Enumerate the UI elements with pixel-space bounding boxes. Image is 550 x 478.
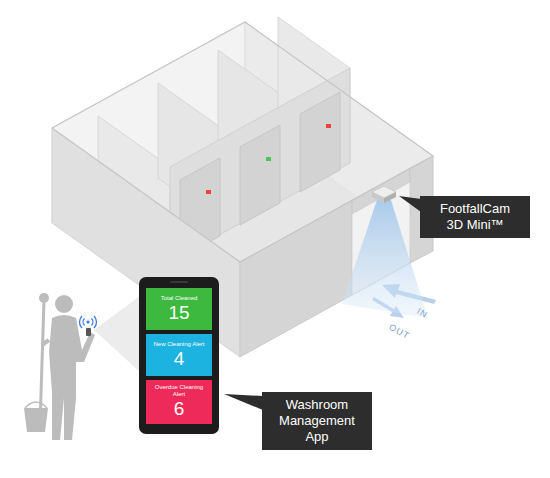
tile-title: Total Cleaned xyxy=(161,295,198,302)
footfall-sensor-part xyxy=(372,192,384,203)
signal-icon-part xyxy=(94,316,96,328)
signal-icon-part xyxy=(92,319,93,326)
callout-text: Washroom Management App xyxy=(272,397,362,445)
tile-count: 4 xyxy=(174,348,185,370)
status-tile: New Cleaning Alert4 xyxy=(146,334,212,376)
callout-tails xyxy=(224,196,421,410)
tile-count: 6 xyxy=(174,398,185,420)
stall-fronts-part xyxy=(206,190,211,194)
footfall-sensor xyxy=(372,186,396,203)
floor-label: IN xyxy=(415,306,429,320)
callout-text: FootfallCam 3D Mini™ xyxy=(430,201,520,233)
cleaner-figure-part xyxy=(40,300,44,426)
phone-beam-part xyxy=(94,296,140,372)
tile-title: New Cleaning Alert xyxy=(153,341,204,348)
callout-tails-part xyxy=(399,196,421,212)
signal-icon xyxy=(80,316,97,328)
phone-body xyxy=(139,277,219,434)
stall-fronts-part xyxy=(326,124,331,128)
room-interior xyxy=(52,22,433,357)
cleaner-figure-part xyxy=(86,328,91,336)
status-tile: Overdue Cleaning Alert6 xyxy=(146,380,212,424)
footfall-sensor-part xyxy=(384,192,396,203)
app-callout: Washroom Management App xyxy=(262,392,372,450)
tile-title: Overdue Cleaning Alert xyxy=(148,384,210,398)
cleaner-figure xyxy=(24,293,95,440)
front-walls xyxy=(52,22,433,357)
cleaner-figure-part xyxy=(24,408,48,432)
phone-body-part xyxy=(170,281,188,283)
phone-beam xyxy=(94,296,140,372)
cleaner-figure-part xyxy=(55,295,73,313)
signal-icon-part xyxy=(83,319,84,326)
floor-label: OUT xyxy=(387,322,411,341)
cleaner-figure-part xyxy=(39,293,49,303)
stall-fronts-part xyxy=(240,125,280,225)
callout-tails-part xyxy=(224,394,263,410)
sensor-cone xyxy=(342,200,428,318)
tile-count: 15 xyxy=(168,302,189,324)
phone-body-part xyxy=(139,277,219,434)
signal-icon-part xyxy=(80,316,82,328)
stall-fronts-part xyxy=(300,92,340,192)
status-tile: Total Cleaned15 xyxy=(146,288,212,330)
cleaner-figure-part xyxy=(49,315,95,440)
front-walls-part xyxy=(240,200,352,357)
sensor-cone-part xyxy=(342,200,428,318)
signal-icon-part xyxy=(86,320,89,323)
cleaner-figure-part xyxy=(25,402,47,408)
cleaner-figure-part xyxy=(42,340,49,345)
stall-fronts-part xyxy=(266,157,271,161)
device-callout: FootfallCam 3D Mini™ xyxy=(420,196,530,238)
